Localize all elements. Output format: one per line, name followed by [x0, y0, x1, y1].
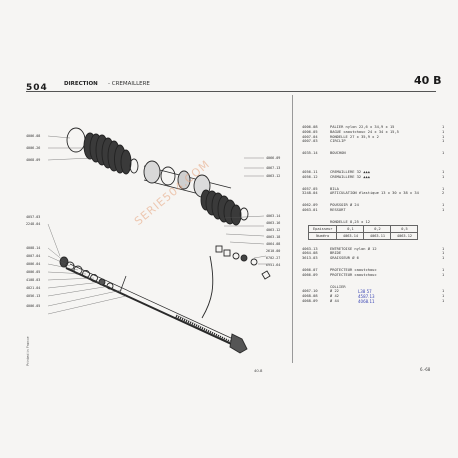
header-rule	[26, 91, 436, 92]
callout-label: 4063.18	[266, 235, 280, 239]
callout-label: 4064.08	[266, 242, 280, 246]
exploded-diagram: 4006.08 4006.26 4068.09 4057.03 2248.04 …	[26, 127, 280, 354]
section-subtitle: - CREMAILLERE	[108, 81, 150, 87]
callout-label: 4021.04	[26, 286, 40, 290]
collar-left	[129, 158, 139, 174]
callout-label: 4063.12	[266, 228, 280, 232]
callout-label: 4006.08	[26, 134, 40, 138]
section-title: DIRECTION	[64, 81, 98, 87]
leader-lines	[47, 135, 267, 315]
callout-label: 4006.05	[26, 270, 40, 274]
callout-label: 2248.04	[26, 222, 40, 226]
callout-label: 4056.13	[26, 294, 40, 298]
column-divider	[292, 95, 293, 363]
footer-date: 6.-68	[420, 367, 431, 372]
brand-logo: 504	[26, 83, 48, 93]
callout-label: 4007.04	[26, 254, 40, 258]
callout-label: 4006.04	[26, 262, 40, 266]
boot-right	[200, 189, 242, 226]
group-title: COLLIER	[330, 284, 346, 289]
callout-label: 6951.64	[266, 263, 280, 267]
printed-note: Printed in France	[26, 336, 30, 366]
steering-rack	[65, 263, 248, 354]
plunger-group	[215, 245, 271, 280]
callout-label: 4006.26	[26, 146, 40, 150]
breather-tube	[201, 255, 214, 319]
circlip-left	[66, 127, 86, 153]
handwritten-note: L38 57	[358, 289, 372, 295]
handwritten-note: 4068.11	[358, 298, 375, 304]
handwritten-note: 4587.13	[358, 294, 375, 300]
callout-label: 4057.03	[26, 215, 40, 219]
callout-label: 4068.09	[26, 158, 40, 162]
collar-right	[239, 207, 249, 221]
callout-label: 4066.09	[266, 156, 280, 160]
group-title: RONDELLE 8,25 x 12	[330, 219, 370, 224]
callout-label: 4008.14	[26, 246, 40, 250]
callout-label: 4067.13	[266, 166, 280, 170]
callout-label: 4063.14	[266, 214, 280, 218]
callout-label: 4063.16	[266, 221, 280, 225]
boot-left	[83, 132, 132, 175]
callout-label: 4006.05	[26, 304, 40, 308]
callout-label: 2610.00	[266, 249, 280, 253]
page-code: 40 B	[414, 74, 442, 87]
callout-label: 6702.27	[266, 256, 280, 260]
footer-page-number: 40.8	[254, 368, 263, 373]
callout-label: 4063.12	[266, 174, 280, 178]
callout-label: 4108.03	[26, 278, 40, 282]
